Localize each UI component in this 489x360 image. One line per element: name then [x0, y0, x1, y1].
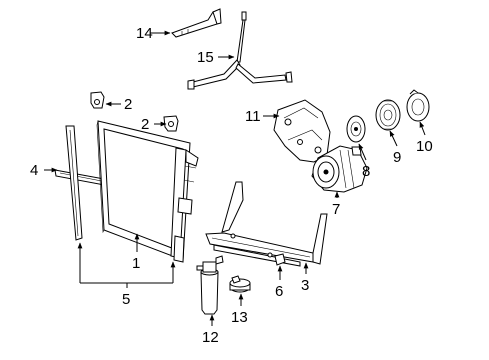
compressor-part[interactable] [311, 145, 368, 193]
receiver-drier-part[interactable] [196, 255, 224, 315]
callout-15: 15 [197, 49, 214, 66]
callout-4: 4 [30, 162, 38, 179]
suction-hose-part[interactable] [171, 8, 222, 38]
callout-1: 1 [132, 255, 140, 272]
callout-8: 8 [362, 163, 370, 180]
pulley-part[interactable] [375, 99, 401, 131]
side-seal-part[interactable] [65, 125, 83, 241]
callout-13: 13 [231, 309, 248, 326]
clip-part-upper[interactable] [90, 91, 105, 109]
clip-part-lower[interactable] [163, 115, 179, 132]
callout-11: 11 [245, 108, 261, 125]
discharge-line-part[interactable] [187, 11, 293, 90]
callout-2-upper: 2 [124, 96, 132, 113]
callout-14: 14 [136, 25, 153, 42]
field-coil-part[interactable] [406, 89, 430, 122]
callout-7: 7 [332, 201, 340, 218]
mount-bracket-part[interactable] [274, 253, 286, 266]
callout-12: 12 [202, 329, 219, 346]
callout-2-lower: 2 [141, 116, 149, 133]
callout-6: 6 [275, 283, 283, 300]
condenser-part[interactable] [96, 120, 199, 263]
pressure-switch-part[interactable] [229, 275, 251, 293]
callout-3: 3 [301, 277, 309, 294]
compressor-bracket-part[interactable] [273, 99, 331, 163]
callout-9: 9 [393, 149, 401, 166]
lower-bracket-part[interactable] [205, 181, 328, 267]
callout-10: 10 [416, 138, 433, 155]
callout-5: 5 [122, 291, 130, 308]
callout-labels: 14 15 2 2 4 11 8 9 10 7 1 5 6 3 12 13 [30, 25, 433, 346]
leader-lines [44, 30, 426, 326]
clutch-hub-part[interactable] [346, 115, 366, 143]
